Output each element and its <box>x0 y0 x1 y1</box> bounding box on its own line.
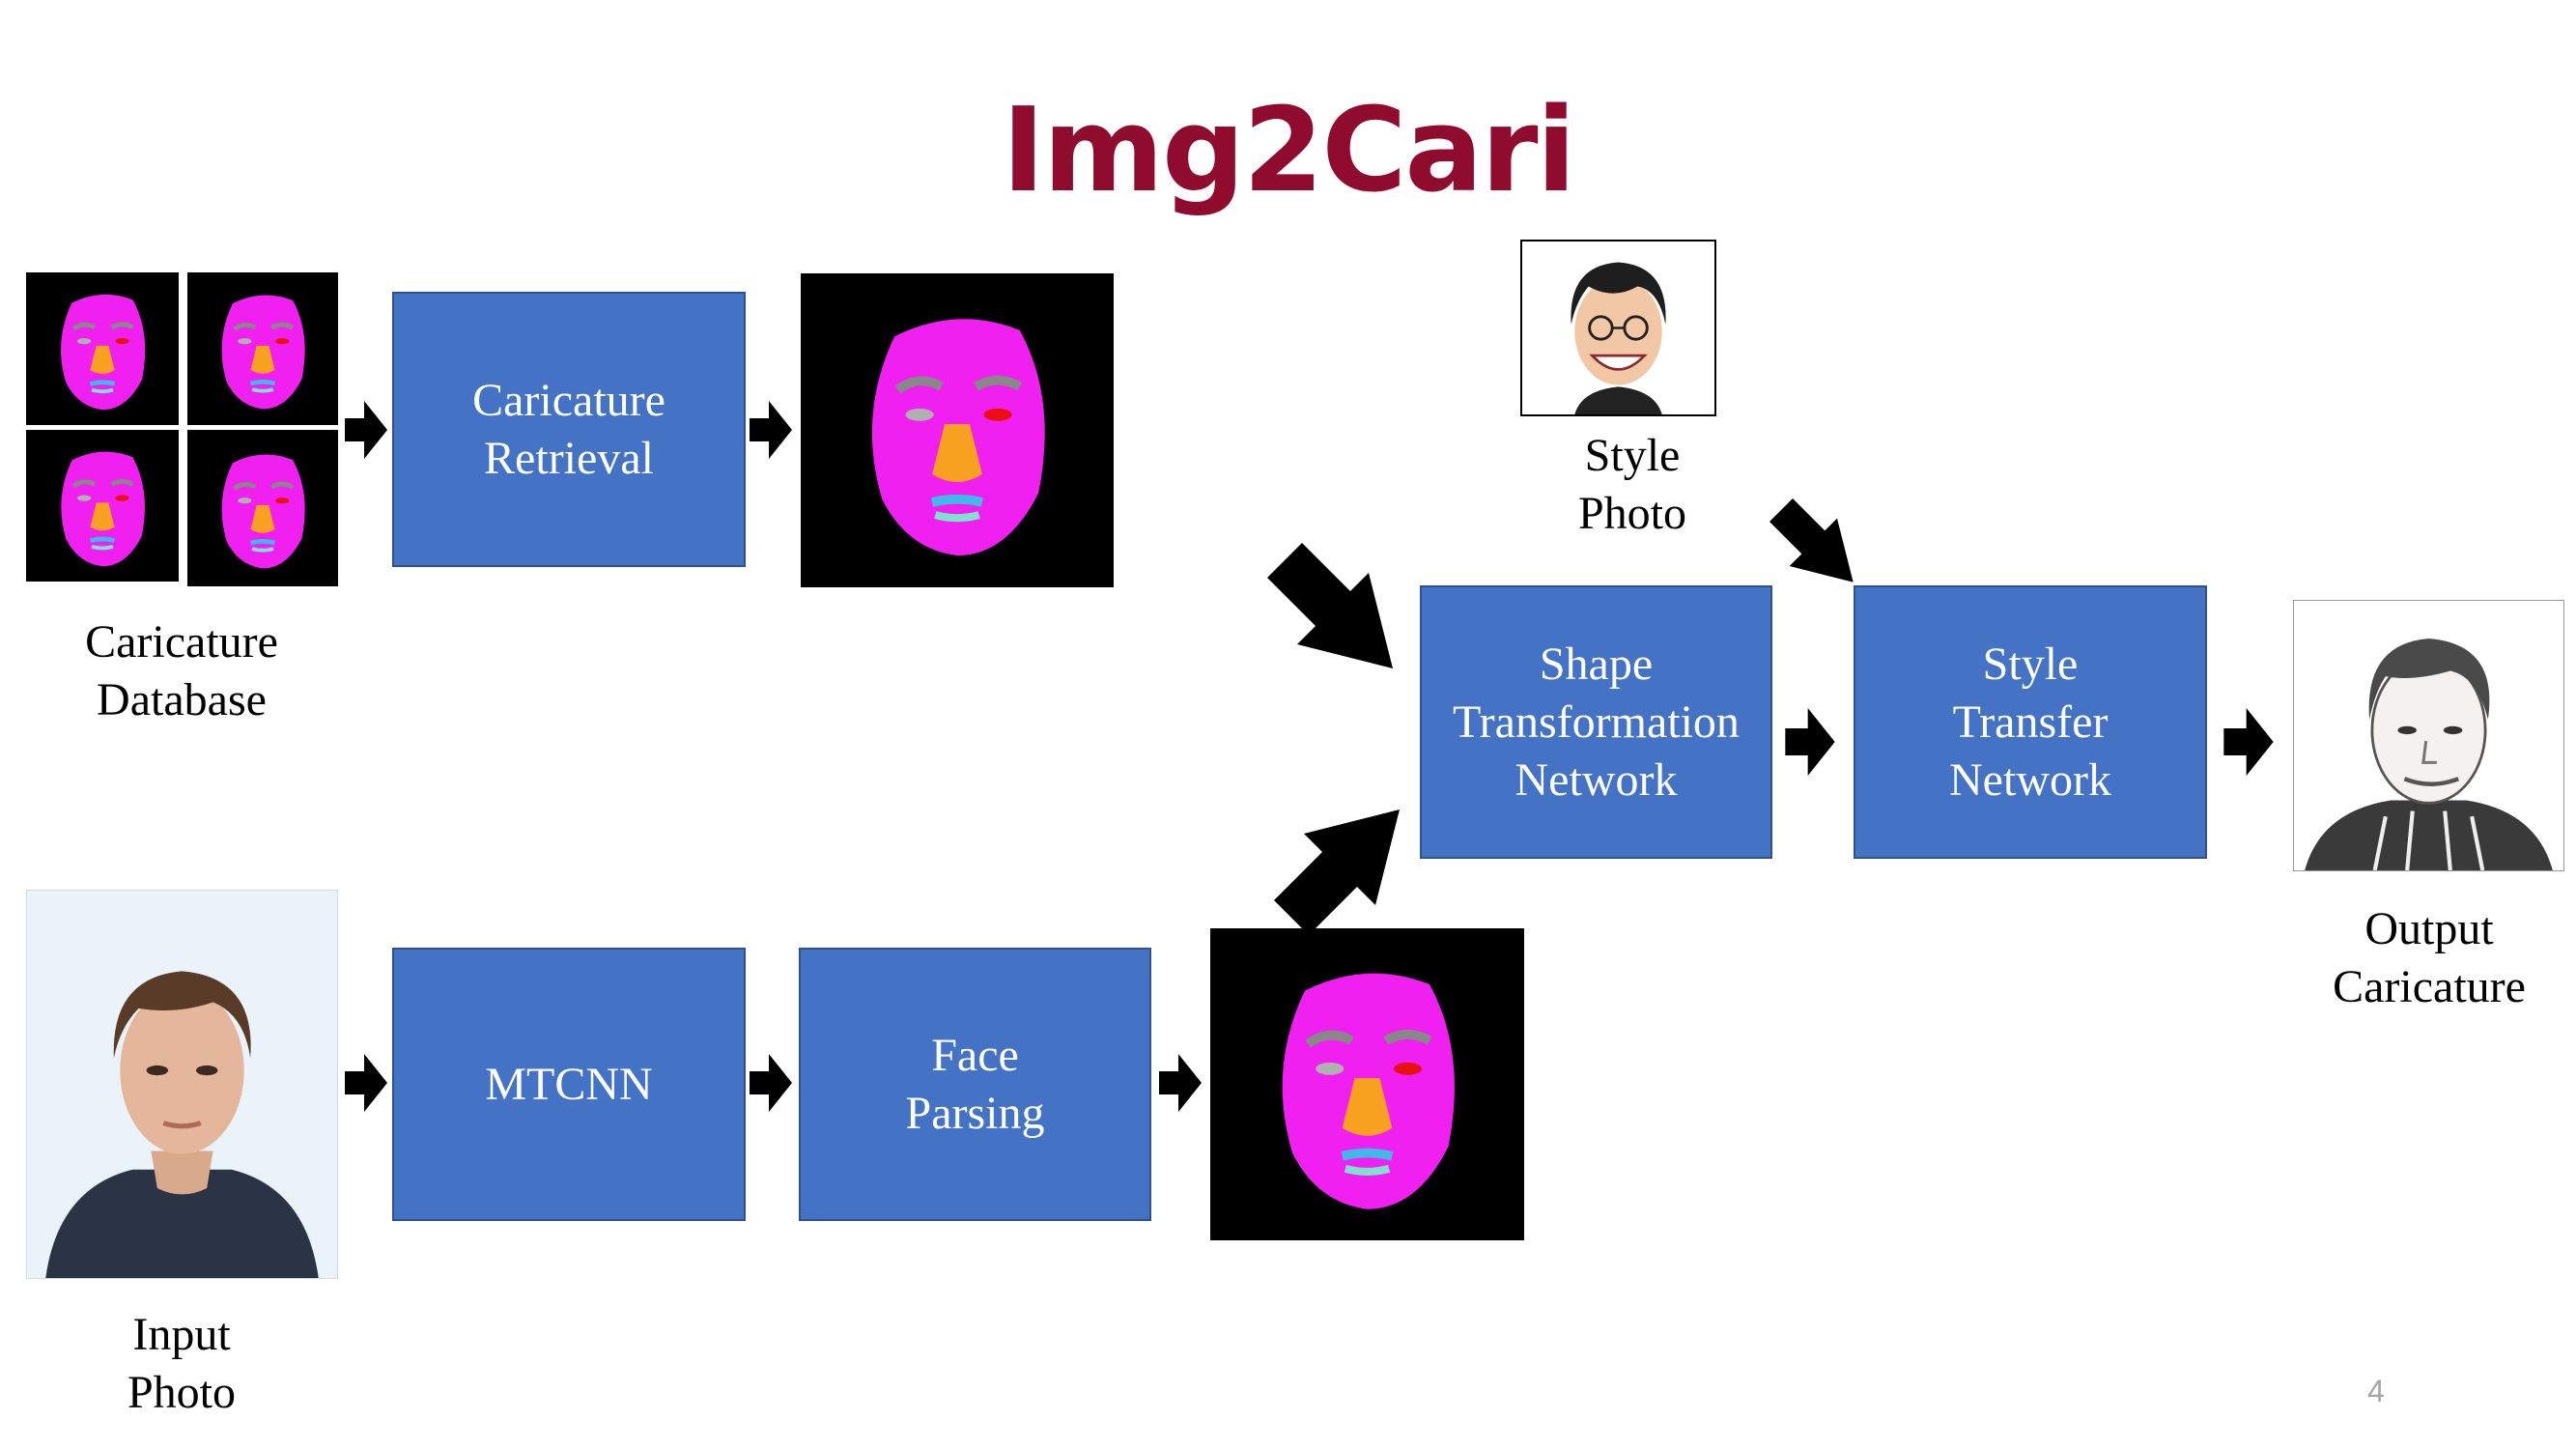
caricature-database-label: Caricature Database <box>85 616 278 725</box>
input-photo-label: Input Photo <box>127 1309 237 1418</box>
database-thumbnail <box>187 430 338 586</box>
arrow-right-icon <box>345 401 387 459</box>
input-face-segmap <box>1210 928 1524 1240</box>
output-caricature-image <box>2293 600 2564 871</box>
shape-transformation-network-box: Shape Transformation Network <box>1420 585 1772 859</box>
input-photo <box>26 890 338 1279</box>
retrieved-caricature-segmap <box>801 273 1114 587</box>
style-photo <box>1520 240 1716 416</box>
database-thumbnail <box>26 430 179 582</box>
arrow-right-icon <box>1781 708 1839 776</box>
style-photo-label: Style Photo <box>1577 430 1687 539</box>
mtcnn-box: MTCNN <box>392 948 746 1221</box>
caricature-retrieval-box: Caricature Retrieval <box>392 292 746 567</box>
slide-title: Img2Cari <box>1002 84 1575 218</box>
face-parsing-box: Face Parsing <box>799 948 1151 1221</box>
arrow-up-right-icon <box>1274 790 1419 935</box>
output-caricature-label: Output Caricature <box>2333 903 2526 1012</box>
arrow-right-icon <box>1159 1054 1202 1112</box>
arrow-right-icon <box>750 1054 792 1112</box>
style-transfer-network-box: Style Transfer Network <box>1854 585 2207 859</box>
arrow-down-right-icon <box>1769 498 1866 595</box>
arrow-right-icon <box>750 401 792 459</box>
arrow-down-right-icon <box>1267 543 1412 688</box>
database-thumbnail <box>187 272 338 425</box>
arrow-right-icon <box>345 1054 387 1112</box>
database-thumbnail <box>26 272 179 425</box>
arrow-right-icon <box>2220 708 2278 776</box>
page-number: 4 <box>2367 1374 2385 1408</box>
